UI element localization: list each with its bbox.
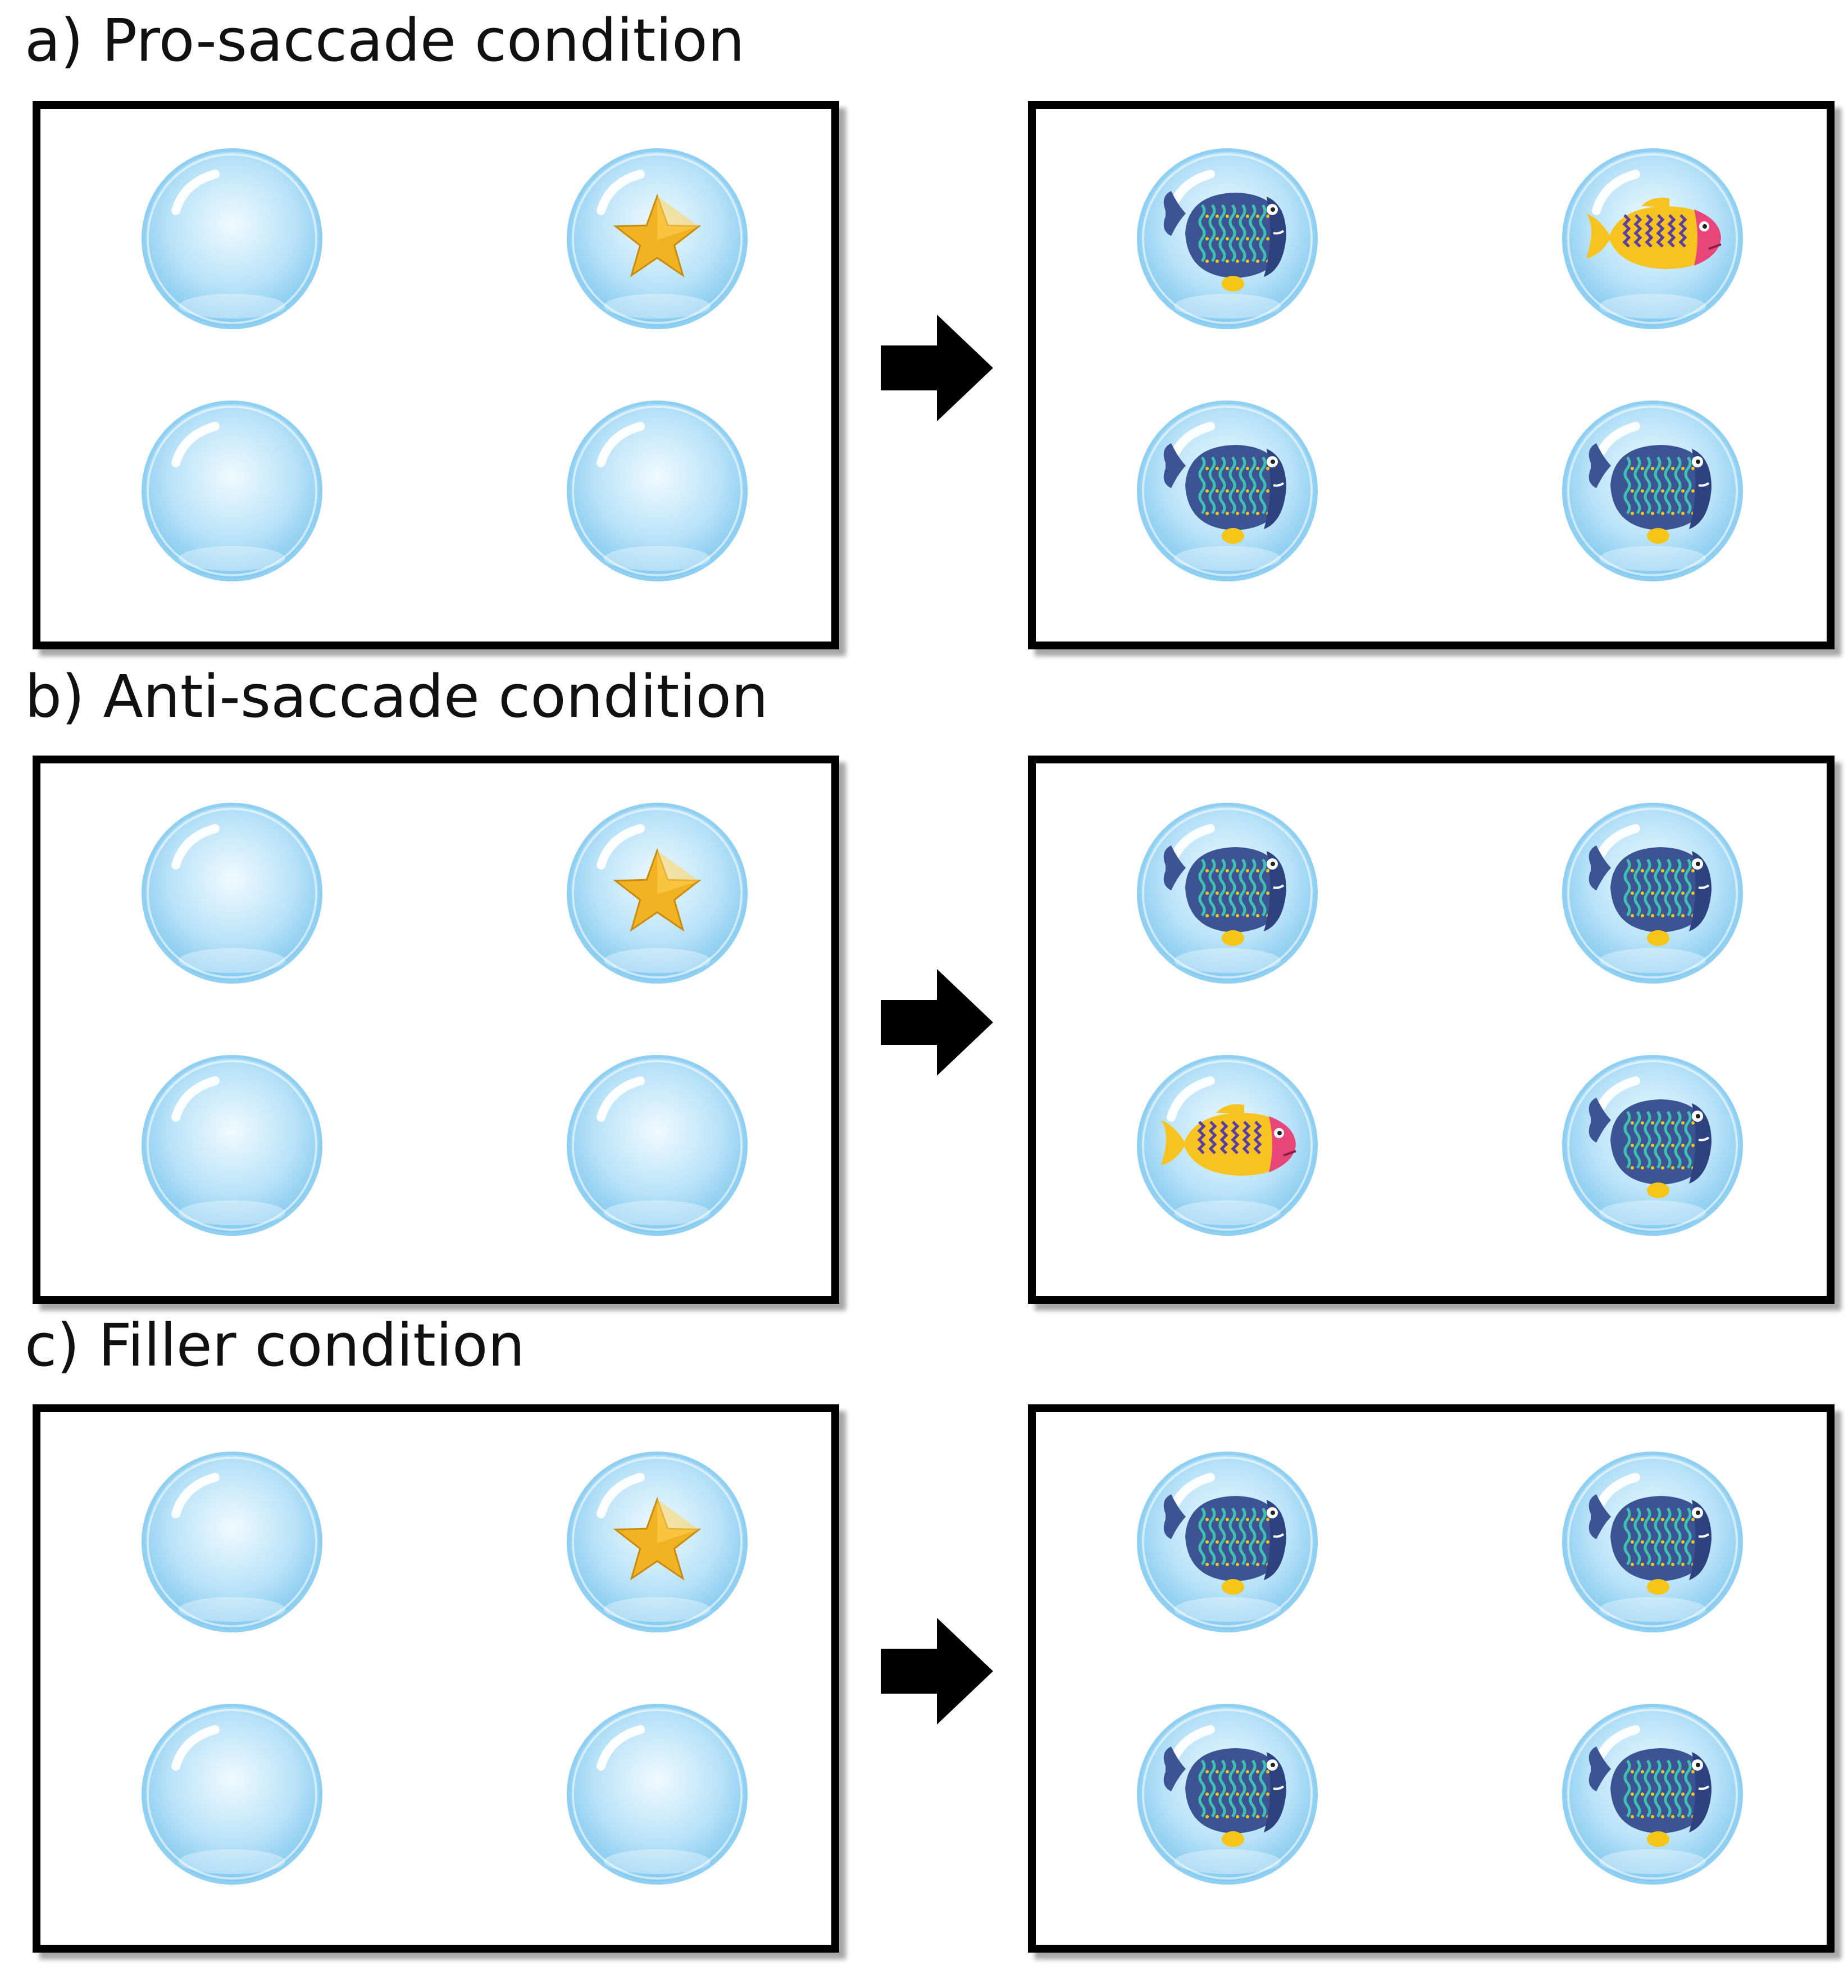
bubble-icon (1562, 1704, 1743, 1885)
right-arrow-icon (881, 1618, 993, 1725)
right-arrow-icon (881, 315, 993, 421)
bubble-empty (136, 798, 327, 989)
star-icon (613, 848, 702, 932)
bubble-icon (142, 1704, 322, 1885)
yellow-fish-icon (1586, 197, 1722, 269)
cue-screen-panel (33, 1404, 839, 1953)
bubble-empty (136, 395, 327, 586)
blue-fish-icon (1588, 845, 1712, 946)
bubble-icon (1137, 401, 1318, 581)
bubble-icon (1562, 148, 1743, 329)
bubble-yellow-fish (1132, 1050, 1323, 1241)
bubble-icon (1562, 803, 1743, 984)
bubble-icon (567, 1452, 748, 1632)
bubble-icon (567, 1704, 748, 1885)
blue-fish-icon (1588, 1494, 1712, 1595)
bubble-icon (1137, 1452, 1318, 1632)
bubble-icon (142, 401, 322, 581)
bubble-icon (142, 1055, 322, 1236)
yellow-fish-icon (1161, 1104, 1296, 1176)
bubble-icon (1137, 1704, 1318, 1885)
bubble-blue-fish (1557, 395, 1748, 586)
bubble-blue-fish (1557, 1699, 1748, 1890)
bubble-icon (1137, 148, 1318, 329)
bubble-blue-fish (1132, 1446, 1323, 1637)
blue-fish-icon (1163, 443, 1286, 544)
bubble-blue-fish (1132, 798, 1323, 989)
bubble-blue-fish (1557, 1446, 1748, 1637)
blue-fish-icon (1163, 1494, 1286, 1595)
bubble-empty (136, 1699, 327, 1890)
bubble-star (562, 143, 753, 334)
bubble-empty (562, 1050, 753, 1241)
condition-title: b) Anti-saccade condition (25, 662, 768, 731)
bubble-icon (1562, 1452, 1743, 1632)
bubble-icon (1562, 1055, 1743, 1236)
star-icon (613, 193, 702, 277)
bubble-blue-fish (1132, 143, 1323, 334)
bubble-empty (136, 143, 327, 334)
cue-screen-panel (33, 756, 839, 1304)
blue-fish-icon (1588, 443, 1712, 544)
star-icon (613, 1496, 702, 1581)
blue-fish-icon (1163, 845, 1286, 946)
right-arrow-icon (881, 969, 993, 1076)
bubble-icon (1137, 1055, 1318, 1236)
bubble-blue-fish (1132, 395, 1323, 586)
bubble-empty (136, 1446, 327, 1637)
bubble-icon (142, 148, 322, 329)
target-screen-panel (1028, 101, 1835, 649)
bubble-icon (1137, 803, 1318, 984)
bubble-empty (136, 1050, 327, 1241)
bubble-blue-fish (1557, 1050, 1748, 1241)
bubble-icon (1562, 401, 1743, 581)
blue-fish-icon (1163, 191, 1286, 292)
bubble-star (562, 1446, 753, 1637)
bubble-icon (567, 1055, 748, 1236)
bubble-blue-fish (1132, 1699, 1323, 1890)
cue-screen-panel (33, 101, 839, 649)
blue-fish-icon (1588, 1098, 1712, 1198)
bubble-empty (562, 395, 753, 586)
blue-fish-icon (1588, 1746, 1712, 1847)
bubble-yellow-fish (1557, 143, 1748, 334)
bubble-icon (567, 148, 748, 329)
bubble-icon (142, 1452, 322, 1632)
target-screen-panel (1028, 1404, 1835, 1953)
bubble-icon (142, 803, 322, 984)
bubble-icon (567, 803, 748, 984)
blue-fish-icon (1163, 1746, 1286, 1847)
bubble-icon (567, 401, 748, 581)
bubble-empty (562, 1699, 753, 1890)
condition-title: a) Pro-saccade condition (25, 6, 745, 75)
bubble-blue-fish (1557, 798, 1748, 989)
bubble-star (562, 798, 753, 989)
condition-title: c) Filler condition (25, 1311, 525, 1380)
target-screen-panel (1028, 756, 1835, 1304)
